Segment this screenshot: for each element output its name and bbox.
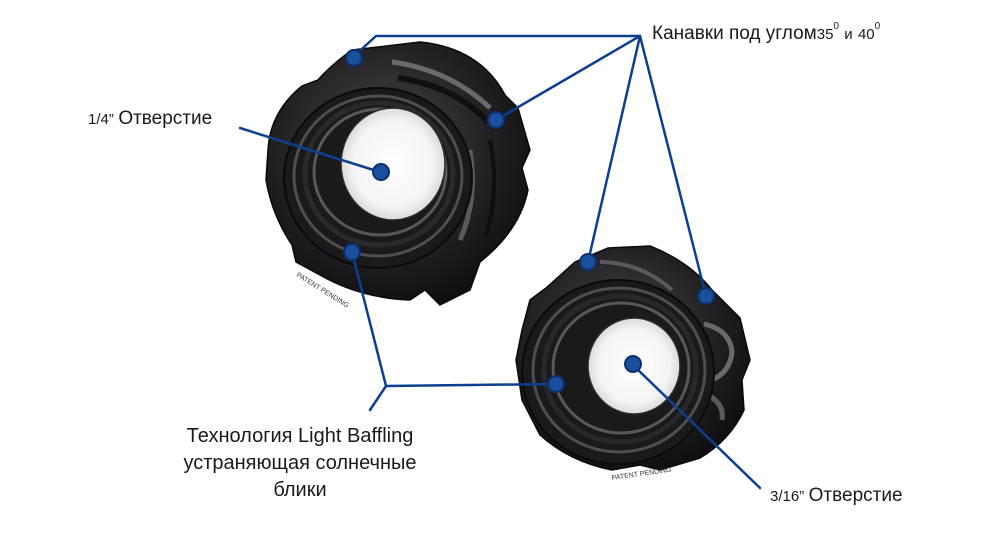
baffle-dot-1 [343, 243, 361, 261]
peep-sight-large: PATENT PENDING [265, 41, 531, 310]
baffle-callout-line-1 [350, 250, 388, 388]
callout-lines [238, 34, 762, 490]
quarter-callout-line [238, 126, 382, 174]
callout-dots [343, 49, 715, 393]
grooves-callout-line-2 [494, 34, 642, 122]
baffle-callout-line-3 [368, 384, 388, 412]
sixteenth-callout-line [632, 364, 762, 490]
grooves-callout-line-1 [350, 34, 642, 60]
baffle-callout-line-2 [384, 382, 558, 388]
quarter-aperture [340, 107, 446, 221]
grooves-callout-line-3 [586, 34, 642, 264]
grooves-callout-line-4 [638, 34, 708, 298]
sixteenth-dot [624, 355, 642, 373]
quarter-dot [372, 163, 390, 181]
groove-dot-4 [697, 287, 715, 305]
groove-dot-3 [579, 253, 597, 271]
grooves-label: Канавки под углом350 и 400 [652, 21, 881, 44]
baffle-dot-2 [547, 375, 565, 393]
quarter-aperture-label: 1/4” Отверстие [88, 108, 213, 129]
light-baffling-label: Технология Light Baffling устраняющая со… [183, 425, 417, 501]
groove-dot-1 [345, 49, 363, 67]
sixteenth-aperture-label: 3/16” Отверстие [770, 485, 903, 506]
groove-dot-2 [487, 111, 505, 129]
